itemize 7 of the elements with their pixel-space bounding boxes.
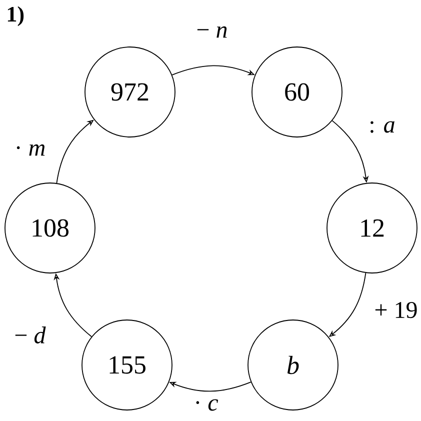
edge-label: · m bbox=[16, 144, 45, 156]
edge-label: − d bbox=[15, 326, 46, 344]
edge-label: − n bbox=[197, 26, 227, 38]
edge-label: : a bbox=[370, 121, 394, 133]
edge-label: · c bbox=[196, 399, 218, 411]
edge-label: + 19 bbox=[375, 302, 417, 318]
problem-number: 1) bbox=[8, 6, 24, 26]
